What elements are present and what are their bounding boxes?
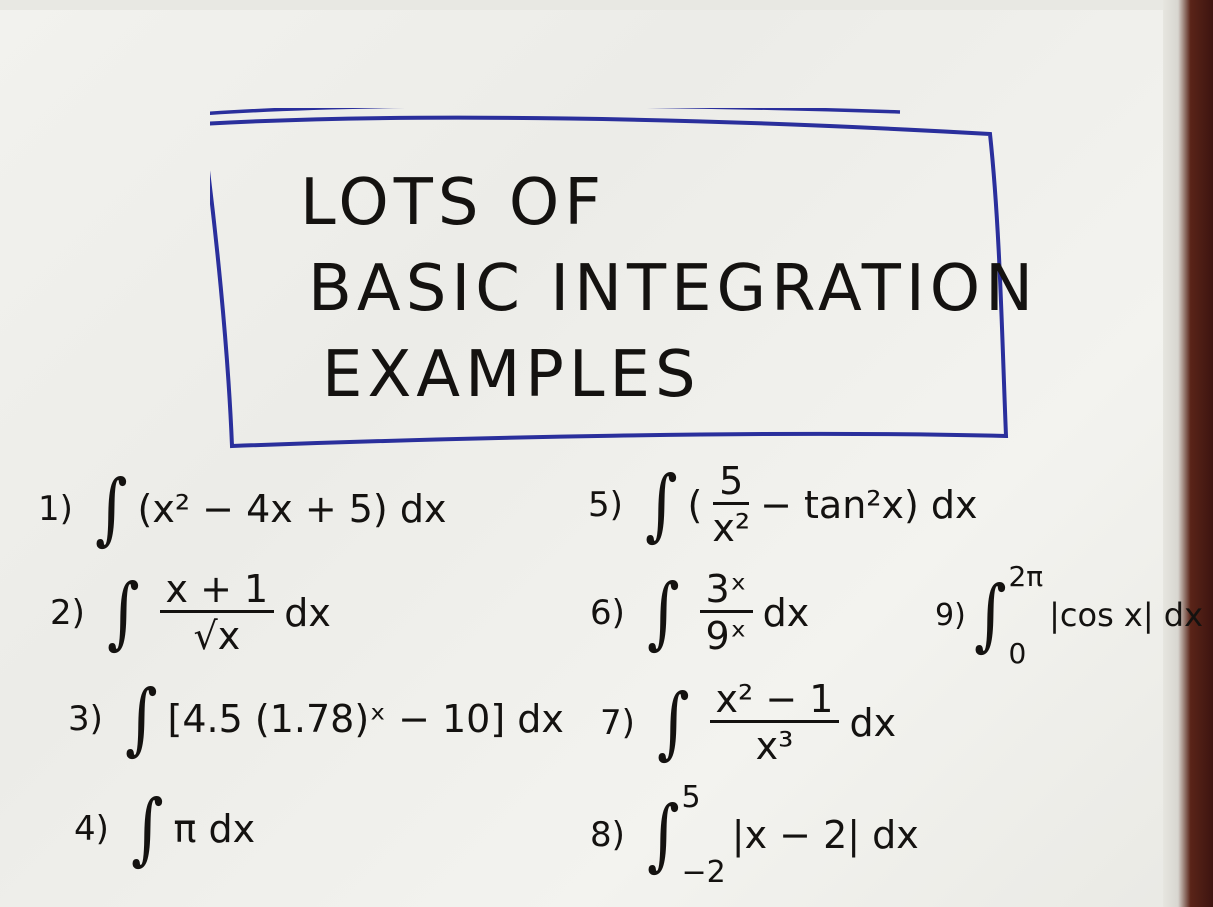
differential: dx: [849, 700, 897, 745]
problem-number: 6): [590, 592, 625, 633]
numerator: 5: [713, 462, 750, 505]
problem-9: 9) ∫ 2π 0 |cos x| dx: [935, 560, 1203, 670]
integrand: [4.5 (1.78)ˣ − 10] dx: [167, 697, 564, 741]
problem-number: 8): [590, 815, 625, 855]
integral-limits: 5 −2: [682, 780, 726, 890]
denominator: 9ˣ: [705, 614, 747, 658]
integrand: |x − 2| dx: [731, 813, 919, 857]
problem-number: 5): [588, 484, 623, 525]
numerator: x + 1: [159, 570, 275, 613]
fraction: 5 x²: [712, 462, 750, 547]
title-frame: [210, 108, 1009, 449]
integral-limits: 2π 0: [1008, 560, 1043, 670]
problem-5: 5) ∫ ( 5 x² − tan²x) dx: [588, 462, 978, 547]
integral-sign: ∫: [646, 790, 680, 880]
problem-number: 4): [74, 809, 109, 849]
integral-sign: ∫: [646, 567, 680, 658]
fraction: 3ˣ 9ˣ: [699, 570, 753, 658]
integrand: (x² − 4x + 5) dx: [137, 487, 447, 531]
lower-limit: 0: [1008, 637, 1027, 670]
fraction: x + 1 √x: [159, 570, 275, 658]
fraction: x² − 1 x³: [709, 680, 840, 768]
integrand: |cos x| dx: [1049, 596, 1204, 634]
title-line-3: EXAMPLES: [322, 338, 701, 412]
numerator: 3ˣ: [699, 570, 753, 613]
differential: dx: [284, 590, 331, 635]
integral-sign: ∫: [124, 674, 158, 764]
title-line-1: LOTS OF: [300, 166, 606, 240]
problem-3: 3) ∫ [4.5 (1.78)ˣ − 10] dx: [68, 680, 564, 758]
problem-1: 1) ∫ (x² − 4x + 5) dx: [38, 470, 446, 548]
integral-sign: ∫: [106, 567, 140, 658]
denominator: x²: [712, 506, 751, 550]
title-line-2: BASIC INTEGRATION: [308, 252, 1038, 326]
integral-sign: ∫: [644, 459, 678, 550]
problem-number: 3): [68, 699, 103, 739]
problem-number: 2): [50, 592, 85, 633]
integral-sign: ∫: [94, 464, 128, 554]
integral-sign: ∫: [130, 784, 164, 874]
integral-sign: ∫: [973, 570, 1007, 660]
integrand-tail: − tan²x) dx: [760, 482, 978, 527]
problem-number: 1): [38, 489, 73, 529]
denominator: √x: [193, 614, 241, 658]
paper-top-edge: [0, 0, 1213, 10]
upper-limit: 5: [681, 780, 701, 815]
desk-edge: [1163, 0, 1213, 907]
page-title: LOTS OF BASIC INTEGRATION EXAMPLES: [300, 160, 1038, 418]
open-paren: (: [687, 482, 703, 527]
problem-7: 7) ∫ x² − 1 x³ dx: [600, 680, 896, 765]
upper-limit: 2π: [1008, 560, 1044, 593]
problem-4: 4) ∫ π dx: [74, 790, 255, 868]
problem-number: 7): [600, 702, 635, 743]
numerator: x² − 1: [709, 680, 840, 723]
problem-2: 2) ∫ x + 1 √x dx: [50, 570, 331, 655]
integral-sign: ∫: [656, 677, 690, 768]
problem-8: 8) ∫ 5 −2 |x − 2| dx: [590, 780, 919, 890]
integrand: π dx: [173, 807, 256, 851]
denominator: x³: [755, 724, 794, 768]
lower-limit: −2: [681, 855, 726, 890]
problem-6: 6) ∫ 3ˣ 9ˣ dx: [590, 570, 809, 655]
problem-number: 9): [935, 597, 966, 633]
differential: dx: [762, 590, 810, 635]
